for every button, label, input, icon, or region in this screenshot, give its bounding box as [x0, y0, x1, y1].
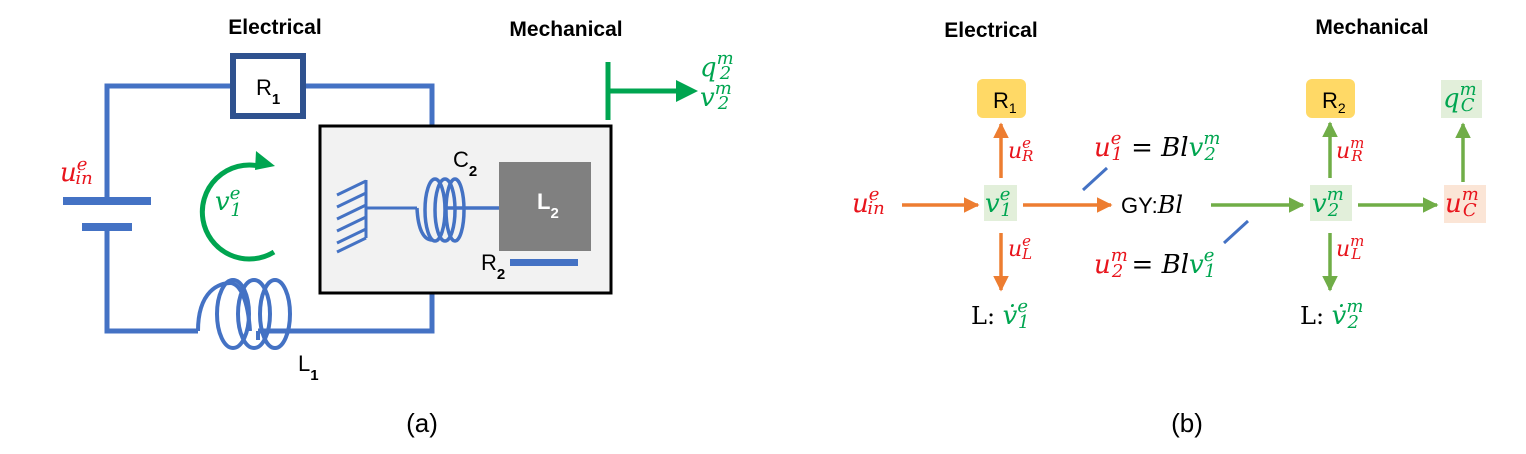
- node-qc-box: [1441, 80, 1482, 118]
- loop-current-arrow: [199, 151, 276, 262]
- wire-bottom-right: [258, 293, 435, 334]
- node-r1-label: R1: [993, 88, 1017, 116]
- wall-ground-icon: [336, 179, 417, 254]
- panel-b-title-mechanical: Mechanical: [1315, 16, 1428, 39]
- svg-text:R1: R1: [256, 75, 280, 108]
- mass-l2-label: L2: [537, 189, 559, 222]
- node-r2-box: [1306, 79, 1355, 118]
- circuit-wires: [104, 83, 435, 334]
- mechanical-output-arrow: [605, 62, 698, 120]
- panel-a-title-mechanical: Mechanical: [509, 18, 622, 41]
- wire-top-right: [301, 83, 435, 125]
- wire-top-left: [104, 83, 232, 200]
- panel-b-caption: (b): [1171, 408, 1203, 438]
- mass-l2-block: [499, 162, 591, 251]
- node-v2-box: [1310, 185, 1352, 221]
- equation-1-pointer: [1081, 166, 1109, 192]
- spring-c2-label: C2: [453, 147, 477, 180]
- node-uc-box: [1444, 185, 1486, 223]
- panel-a-caption: (a): [406, 408, 438, 438]
- battery-plate-short: [82, 223, 132, 231]
- equation-2-pointer: [1222, 219, 1250, 245]
- panel-b-title-electrical: Electrical: [944, 19, 1037, 42]
- node-r1-box: [977, 79, 1026, 118]
- node-v1-box: [984, 185, 1017, 221]
- damper-r2-bar: [510, 259, 578, 266]
- resistor-r1: R1: [230, 53, 306, 119]
- inductor-l1-label: L1: [298, 351, 319, 384]
- loop-arrowhead-icon: [255, 151, 275, 170]
- node-r2-label: R2: [1322, 88, 1346, 116]
- wire-bottom-left: [104, 229, 198, 334]
- battery-plate-long: [63, 197, 151, 205]
- output-arrowhead-icon: [676, 80, 698, 102]
- battery-source: [63, 197, 151, 231]
- panel-a-title-electrical: Electrical: [228, 16, 321, 39]
- inductor-l1-coil: [196, 278, 292, 350]
- spring-c2-coil: [415, 177, 500, 243]
- damper-r2-label: R2: [481, 250, 505, 283]
- resistor-r1-label: R: [256, 75, 272, 100]
- gyrator-label: GY:Bl: [1121, 191, 1183, 219]
